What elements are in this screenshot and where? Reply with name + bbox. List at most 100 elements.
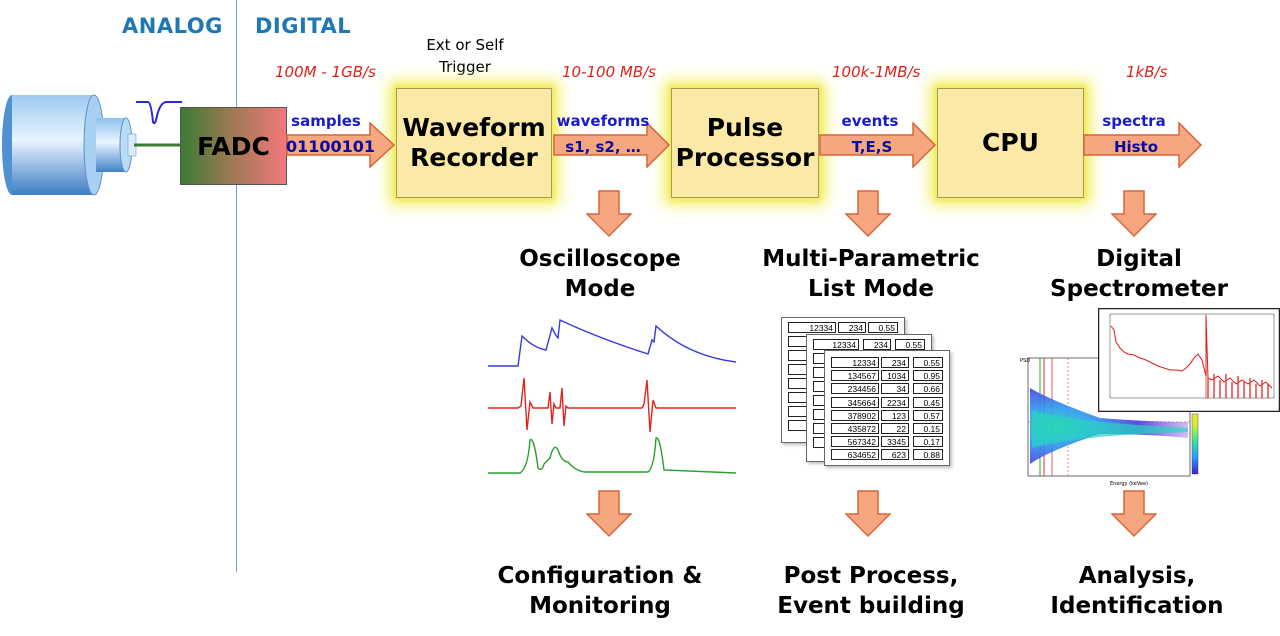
waveform-recorder-line-2: Recorder: [410, 143, 538, 172]
table-cell: 134567: [831, 370, 879, 382]
detector-icon: [2, 94, 182, 196]
table-cell: 378902: [831, 409, 879, 421]
configuration-line-1: Configuration &: [497, 563, 703, 589]
configuration-line-2: Monitoring: [529, 593, 671, 619]
oscilloscope-line-2: Mode: [564, 276, 636, 302]
table-cell: 3345: [881, 436, 909, 448]
rate-spectra: 1kB/s: [1126, 63, 1168, 81]
analysis-line-2: Identification: [1050, 593, 1224, 619]
table-cell: 0.55: [868, 322, 898, 333]
table-cell: 123: [881, 409, 909, 421]
spectrometer-title: Digital Spectrometer: [1020, 244, 1258, 304]
list-mode-line-1: Multi-Parametric: [762, 246, 980, 272]
table-cell: 0.15: [913, 423, 943, 434]
table-cell: [788, 406, 808, 417]
table-cell: 0.88: [913, 449, 943, 461]
rate-events: 100k-1MB/s: [832, 63, 921, 81]
trigger-line-1: Ext or Self: [426, 36, 504, 54]
down-arrow-configuration: [586, 490, 632, 538]
arrow-spectra: [1083, 122, 1203, 168]
table-cell: [788, 420, 808, 431]
pulse-processor-block: Pulse Processor: [671, 88, 819, 198]
fadc-block: FADC: [180, 107, 287, 185]
table-cell: 345664: [831, 396, 879, 408]
samples-label: samples: [291, 112, 361, 130]
down-arrow-list: [845, 190, 891, 238]
pulse-icon: [136, 101, 182, 125]
post-process-line-1: Post Process,: [783, 563, 959, 589]
table-cell: 234: [838, 322, 866, 333]
table-cell: 12334: [831, 357, 879, 368]
trigger-label: Ext or Self Trigger: [405, 34, 525, 78]
arrow-waveforms: [553, 122, 671, 168]
pulse-processor-line-2: Processor: [675, 143, 815, 172]
table-cell: 2234: [881, 396, 909, 408]
table-cell: 623: [881, 449, 909, 461]
filtered-trace: [488, 377, 736, 433]
events-content: T,E,S: [851, 138, 893, 156]
table-cell: 0.55: [895, 339, 925, 350]
events-label: events: [841, 112, 899, 130]
analysis-title: Analysis, Identification: [1020, 561, 1254, 621]
down-arrow-oscilloscope: [586, 190, 632, 238]
table-cell: 634652: [831, 449, 879, 461]
table-cell: 0.66: [913, 383, 943, 395]
arrow-events: [819, 122, 937, 168]
waveforms-content: s1, s2, …: [565, 138, 641, 156]
down-arrow-post-process: [845, 490, 891, 538]
table-cell: 0.45: [913, 396, 943, 408]
spectrometer-line-2: Spectrometer: [1050, 276, 1228, 302]
table-cell: [788, 364, 808, 375]
table-cell: 234456: [831, 383, 879, 395]
trigger-line-2: Trigger: [439, 58, 491, 76]
table-cell: 34: [881, 383, 909, 395]
tick-label: Energy (keVee): [1110, 481, 1148, 487]
arrow-samples: [286, 122, 396, 168]
digital-header: DIGITAL: [255, 14, 352, 38]
table-cell: 234: [863, 339, 891, 350]
shaped-trace: [488, 437, 737, 474]
samples-content: 01100101: [286, 137, 376, 156]
spectra-content: Histo: [1113, 138, 1159, 156]
table-cell: 435872: [831, 423, 879, 434]
post-process-line-2: Event building: [777, 593, 965, 619]
table-cell: [788, 350, 808, 361]
table-cell: 567342: [831, 436, 879, 448]
rate-waveforms: 10-100 MB/s: [562, 63, 656, 81]
configuration-title: Configuration & Monitoring: [478, 561, 722, 621]
table-cell: 12334: [813, 339, 859, 350]
analog-header: ANALOG: [122, 14, 223, 38]
fadc-label: FADC: [197, 131, 270, 161]
tick-label: PSD: [1020, 358, 1030, 364]
table-cell: 0.95: [913, 370, 943, 382]
oscilloscope-traces: [488, 318, 737, 474]
table-cell: [788, 392, 808, 403]
rate-samples: 100M - 1GB/s: [275, 63, 376, 81]
down-arrow-spectrometer: [1111, 190, 1157, 238]
down-arrow-analysis: [1111, 490, 1157, 538]
table-cell: 22: [881, 423, 909, 434]
table-cell: 0.57: [913, 409, 943, 421]
oscilloscope-mode-title: Oscilloscope Mode: [480, 244, 720, 304]
table-cell: 0.55: [913, 357, 943, 368]
table-cell: 0.17: [913, 436, 943, 448]
table-cell: [788, 336, 808, 347]
list-mode-title: Multi-Parametric List Mode: [745, 244, 997, 304]
waveform-recorder-line-1: Waveform: [402, 113, 546, 142]
cpu-label: CPU: [982, 128, 1039, 157]
table-cell: 234: [881, 357, 909, 368]
list-mode-line-2: List Mode: [808, 276, 934, 302]
analog-digital-divider: [236, 0, 237, 572]
spectrometer-line-1: Digital: [1096, 246, 1182, 272]
table-cell: [788, 378, 808, 389]
cpu-block: CPU: [937, 88, 1084, 198]
waveform-recorder-block: Waveform Recorder: [396, 88, 552, 198]
analysis-line-1: Analysis,: [1078, 563, 1196, 589]
post-process-title: Post Process, Event building: [746, 561, 996, 621]
waveform-trace: [488, 318, 737, 367]
table-cell: 12334: [788, 322, 836, 333]
oscilloscope-line-1: Oscilloscope: [519, 246, 681, 272]
histogram-icon: [1098, 308, 1280, 412]
table-cell: 1034: [881, 370, 909, 382]
